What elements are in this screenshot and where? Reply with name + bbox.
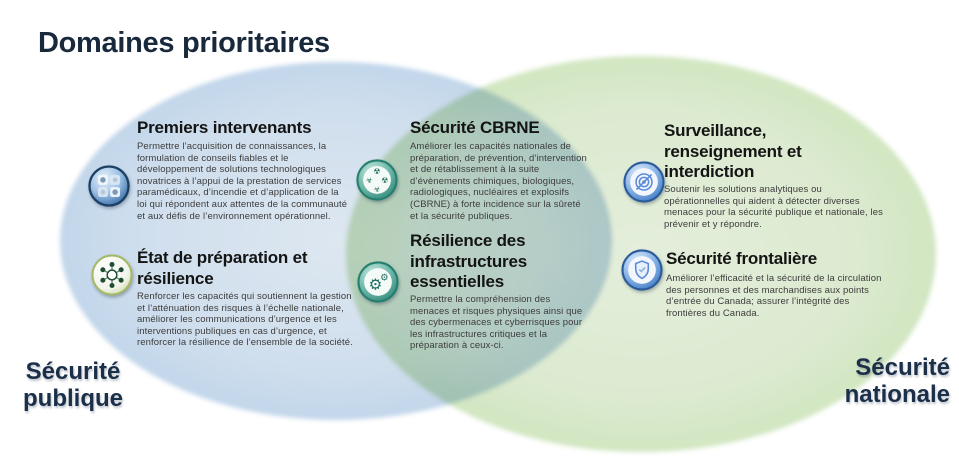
public-security-label-line2: publique xyxy=(23,385,123,412)
section-title: Sécurité CBRNE xyxy=(410,118,540,137)
border-shield-icon xyxy=(621,249,663,291)
svg-text:☣: ☣ xyxy=(366,176,373,185)
section-title: État de préparation et résilience xyxy=(137,248,308,288)
section-title: Résilience des infrastructures essentiel… xyxy=(410,231,527,291)
section-title: Premiers intervenants xyxy=(137,118,312,137)
section-body: Soutenir les solutions analytiques ou op… xyxy=(664,184,883,230)
surveillance-target-icon xyxy=(623,161,665,203)
first-responders-icon xyxy=(88,165,130,207)
section-body: Améliorer l’efficacité et la sécurité de… xyxy=(666,273,882,319)
national-security-label-line1: Sécurité xyxy=(855,354,950,381)
svg-text:☢: ☢ xyxy=(381,176,388,185)
svg-text:☣: ☣ xyxy=(373,185,380,194)
section-body: Renforcer les capacités qui soutiennent … xyxy=(137,291,353,349)
preparedness-network-icon xyxy=(91,254,133,296)
infrastructure-gears-icon: ⚙ ⚙ xyxy=(357,261,399,303)
public-security-label: Sécurité publique xyxy=(12,358,134,412)
section-title: Sécurité frontalière xyxy=(666,249,817,268)
national-security-label-line2: nationale xyxy=(844,381,950,408)
section-body: Permettre la compréhension des menaces e… xyxy=(410,294,583,352)
section-title: Surveillance, renseignement et interdict… xyxy=(664,121,802,181)
svg-text:☢: ☢ xyxy=(373,167,380,176)
cbrne-hazard-icon: ☢ ☣ ☢ ☣ xyxy=(356,159,398,201)
section-body: Permettre l’acquisition de connaissances… xyxy=(137,141,348,222)
svg-text:⚙: ⚙ xyxy=(380,273,388,284)
section-body: Améliorer les capacités nationales de pr… xyxy=(410,141,587,222)
page-title: Domaines prioritaires xyxy=(38,27,330,60)
national-security-label: Sécurité nationale xyxy=(792,354,950,408)
svg-text:⚙: ⚙ xyxy=(369,276,383,294)
public-security-label-line1: Sécurité xyxy=(25,358,121,385)
